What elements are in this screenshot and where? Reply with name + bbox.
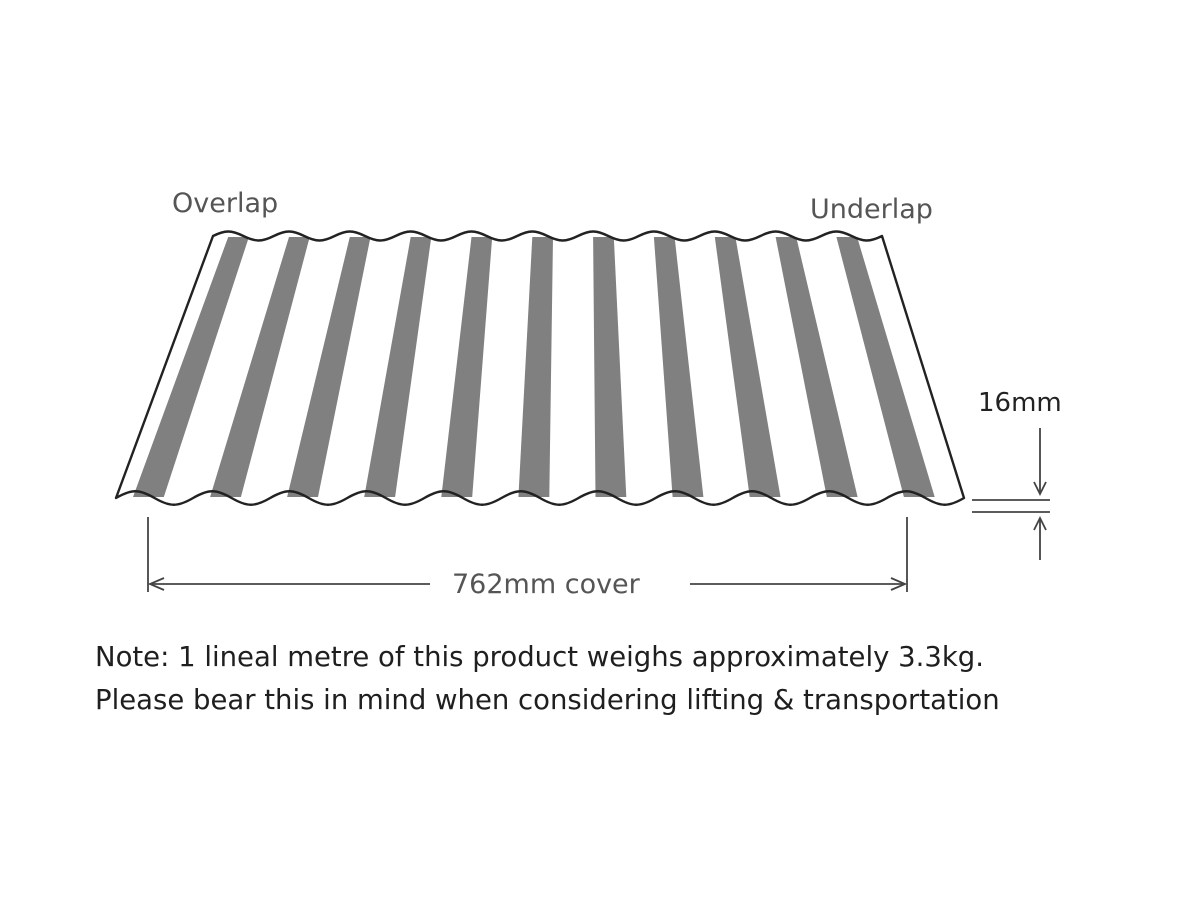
corrugation-stripe — [653, 237, 704, 497]
corrugation-stripe — [518, 237, 553, 497]
underlap-label: Underlap — [810, 194, 933, 225]
corrugation-stripe — [593, 237, 627, 497]
corrugation-stripe — [210, 237, 310, 497]
sheet-outline — [114, 230, 966, 506]
weight-note-line-1: Note: 1 lineal metre of this product wei… — [95, 641, 984, 673]
arrow-up-icon — [1033, 515, 1047, 531]
cover-dimension — [147, 517, 908, 592]
overlap-label: Overlap — [172, 188, 278, 219]
corrugation-stripe — [836, 237, 935, 497]
height-label: 16mm — [978, 388, 1062, 418]
corrugation-stripe — [133, 237, 249, 497]
height-dimension — [972, 428, 1050, 560]
weight-note-line-2: Please bear this in mind when considerin… — [95, 684, 1000, 716]
corrugation-stripe — [287, 237, 371, 497]
corrugation-stripe — [775, 237, 858, 497]
cover-label: 762mm cover — [452, 569, 641, 600]
corrugation-stripe — [441, 237, 493, 497]
arrow-left-icon — [147, 577, 165, 591]
corrugation-stripe — [364, 237, 432, 497]
arrow-right-icon — [890, 577, 908, 591]
corrugation-stripes — [133, 237, 935, 497]
arrow-down-icon — [1033, 481, 1047, 497]
corrugation-stripe — [714, 237, 781, 497]
